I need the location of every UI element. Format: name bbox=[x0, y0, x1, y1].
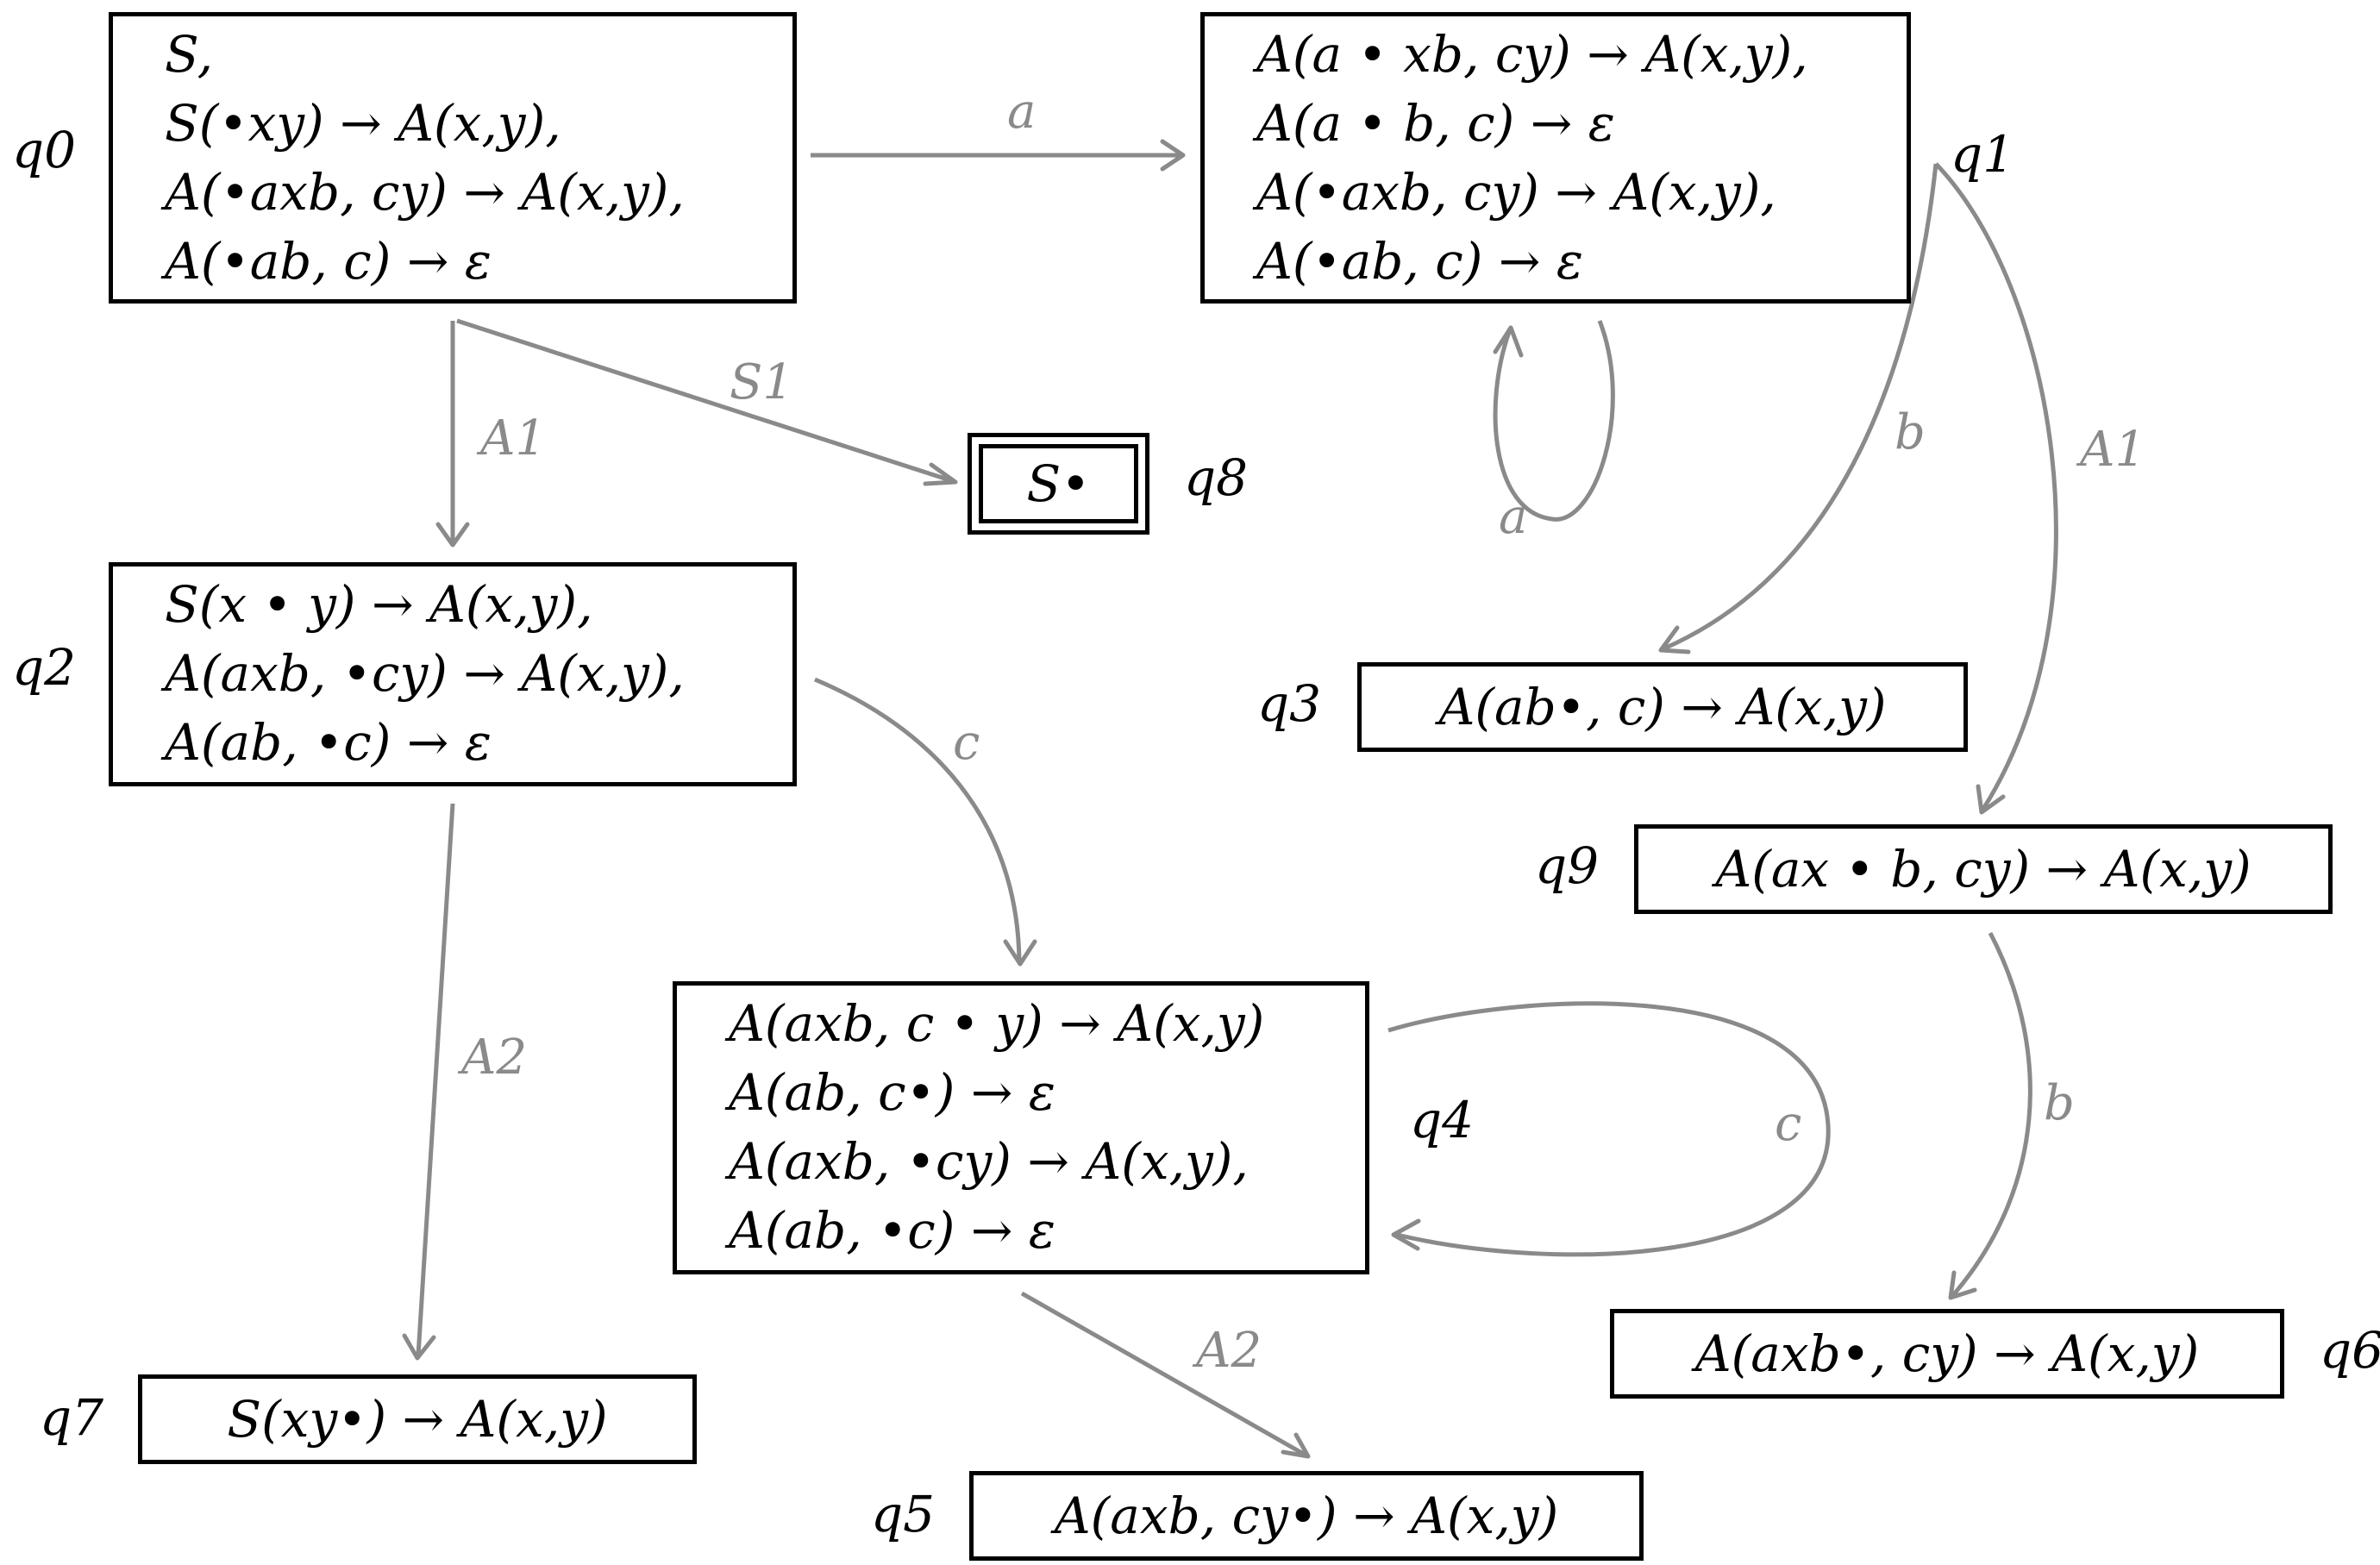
state-q7: S(xy•) → A(x,y) bbox=[138, 1374, 697, 1464]
item: A(ab, •c) → ε bbox=[729, 1201, 1056, 1260]
state-q2: S(x • y) → A(x,y), A(axb, •cy) → A(x,y),… bbox=[109, 562, 797, 786]
edge-label-q2-q4: c bbox=[953, 715, 980, 771]
state-label-q3: q3 bbox=[1257, 674, 1322, 733]
item: A(axb•, cy) → A(x,y) bbox=[1694, 1324, 2200, 1383]
arrowhead-q0-q8 bbox=[923, 462, 958, 486]
edge-q0-q8 bbox=[456, 318, 954, 484]
state-q4: A(axb, c • y) → A(x,y) A(ab, c•) → ε A(a… bbox=[673, 981, 1369, 1274]
arrowhead-q2-q4 bbox=[1003, 939, 1037, 967]
edge-q1-q3 bbox=[1663, 163, 1938, 651]
item: A(ab•, c) → A(x,y) bbox=[1438, 678, 1887, 736]
edge-q2-q7 bbox=[416, 803, 455, 1356]
item: A(•axb, cy) → A(x,y), bbox=[165, 163, 685, 222]
item: A(axb, •cy) → A(x,y), bbox=[165, 644, 685, 703]
arrowhead-q1-q3 bbox=[1658, 625, 1691, 654]
arrowhead-q4-q4 bbox=[1391, 1218, 1421, 1251]
edge-q1-q9 bbox=[1934, 162, 2058, 811]
item: A(ab, •c) → ε bbox=[165, 713, 492, 772]
state-label-q9: q9 bbox=[1535, 836, 1600, 895]
state-label-q2: q2 bbox=[12, 638, 77, 697]
state-q5: A(axb, cy•) → A(x,y) bbox=[969, 1471, 1644, 1561]
edge-q9-q6 bbox=[1951, 931, 2032, 1297]
edge-q1-q1 bbox=[1493, 320, 1615, 522]
item: A(axb, c • y) → A(x,y) bbox=[729, 994, 1265, 1053]
edge-label-q1-q9: A1 bbox=[2076, 422, 2145, 478]
edge-label-q0-q1: a bbox=[1007, 84, 1036, 140]
edge-label-q1-q3: b bbox=[1895, 404, 1926, 460]
item: S(xy•) → A(x,y) bbox=[227, 1390, 608, 1449]
edge-label-q2-q7: A2 bbox=[457, 1030, 527, 1086]
item: A(a • xb, cy) → A(x,y), bbox=[1256, 25, 1808, 84]
edge-label-q9-q6: b bbox=[2044, 1075, 2075, 1131]
edge-q4-q4 bbox=[1387, 1001, 1831, 1257]
edge-label-q1-q1: a bbox=[1499, 489, 1527, 545]
edge-label-q4-q4: c bbox=[1775, 1096, 1801, 1152]
state-label-q1: q1 bbox=[1951, 125, 2015, 184]
state-q1: A(a • xb, cy) → A(x,y), A(a • b, c) → ε … bbox=[1200, 12, 1911, 304]
state-q8: S• bbox=[968, 433, 1149, 535]
state-label-q5: q5 bbox=[871, 1485, 936, 1543]
edge-q2-q4 bbox=[814, 677, 1022, 962]
arrowhead-q9-q6 bbox=[1948, 1270, 1977, 1300]
item: A(•axb, cy) → A(x,y), bbox=[1256, 163, 1776, 222]
item: A(axb, •cy) → A(x,y), bbox=[729, 1132, 1249, 1191]
state-label-q8: q8 bbox=[1184, 448, 1249, 507]
edge-label-q4-q5: A2 bbox=[1192, 1323, 1262, 1379]
item: A(•ab, c) → ε bbox=[1256, 232, 1584, 291]
item: A(•ab, c) → ε bbox=[165, 232, 492, 291]
state-q0: S, S(•xy) → A(x,y), A(•axb, cy) → A(x,y)… bbox=[109, 12, 797, 304]
state-label-q6: q6 bbox=[2320, 1321, 2380, 1380]
item: A(axb, cy•) → A(x,y) bbox=[1054, 1487, 1559, 1545]
edge-q4-q5 bbox=[1020, 1291, 1308, 1458]
item: S(•xy) → A(x,y), bbox=[165, 94, 561, 153]
state-q3: A(ab•, c) → A(x,y) bbox=[1357, 662, 1968, 752]
arrowhead-q4-q5 bbox=[1281, 1432, 1311, 1459]
arrowhead-q0-q1 bbox=[1160, 139, 1186, 172]
state-label-q4: q4 bbox=[1410, 1091, 1475, 1149]
state-label-q7: q7 bbox=[40, 1388, 104, 1447]
arrowhead-q2-q7 bbox=[402, 1333, 436, 1361]
arrowhead-q1-q1 bbox=[1493, 325, 1524, 358]
item: A(a • b, c) → ε bbox=[1256, 94, 1615, 153]
item: A(ax • b, cy) → A(x,y) bbox=[1715, 840, 2252, 898]
state-q9: A(ax • b, cy) → A(x,y) bbox=[1634, 824, 2333, 914]
item: S, bbox=[165, 25, 214, 84]
state-q6: A(axb•, cy) → A(x,y) bbox=[1610, 1309, 2284, 1399]
edge-label-q0-q2: A1 bbox=[476, 410, 546, 466]
state-label-q0: q0 bbox=[12, 121, 77, 179]
item: S• bbox=[1026, 454, 1091, 513]
arrowhead-q1-q9 bbox=[1976, 784, 2006, 815]
arrowhead-q0-q2 bbox=[435, 522, 470, 548]
edge-label-q0-q8: S1 bbox=[730, 354, 793, 410]
item: S(x • y) → A(x,y), bbox=[165, 575, 593, 634]
item: A(ab, c•) → ε bbox=[729, 1063, 1056, 1122]
